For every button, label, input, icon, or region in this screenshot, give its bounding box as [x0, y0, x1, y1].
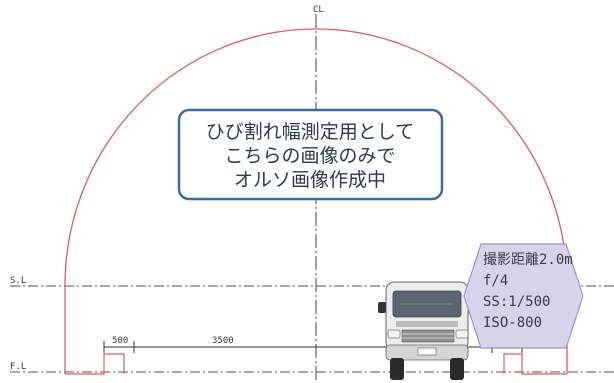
callout-line-1: ひび割れ幅測定用として [206, 121, 414, 143]
dimension-lane-width: 3500 [212, 336, 234, 346]
van-illustration [378, 281, 476, 380]
floorline-label: F.L [10, 362, 26, 372]
camera-aperture: f/4 [483, 273, 508, 289]
camera-shutter-speed: SS:1/500 [483, 294, 550, 310]
springline-label: S.L [10, 276, 26, 286]
camera-info-arrow [463, 243, 584, 349]
right-sidewalk-outline [503, 353, 567, 375]
camera-distance: 撮影距離2.0m [483, 251, 573, 268]
centerline-label: CL [313, 5, 324, 15]
callout-line-2: こちらの画像のみで [224, 145, 395, 167]
dimension-left-margin: 500 [112, 336, 128, 346]
left-sidewalk-outline [65, 353, 125, 375]
callout-line-3: オルソ画像作成中 [234, 169, 386, 191]
tunnel-outline [64, 28, 568, 374]
callout-box [177, 108, 444, 201]
camera-iso: ISO-800 [483, 315, 542, 331]
